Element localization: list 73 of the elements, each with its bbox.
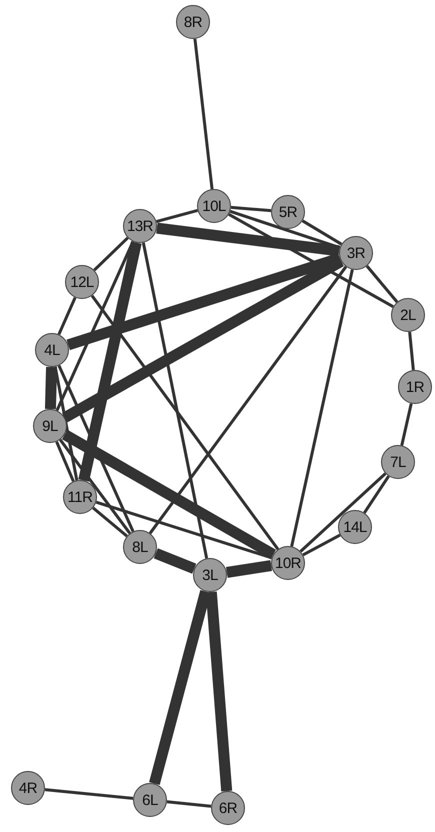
network-link: [193, 38, 214, 190]
network-link: [226, 560, 272, 578]
node-circle: [176, 5, 210, 39]
node-circle: [65, 265, 99, 299]
node-circle: [63, 480, 97, 514]
node-label: 7L: [390, 454, 406, 470]
node-circle: [391, 298, 425, 332]
node-circle: [133, 783, 167, 817]
network-link: [58, 438, 132, 534]
network-link: [57, 296, 77, 336]
network-link: [156, 222, 340, 256]
node-circle: [381, 445, 415, 479]
node-label: 10R: [274, 554, 302, 572]
node-circle: [271, 546, 305, 580]
network-link: [93, 236, 129, 272]
node-label: 6R: [218, 800, 238, 816]
node-label: 10L: [202, 198, 226, 214]
network-link: [55, 441, 75, 482]
network-link: [230, 210, 340, 250]
node-circle: [398, 370, 432, 404]
network-link: [62, 430, 276, 560]
network-link: [363, 475, 390, 514]
node-circle: [338, 510, 372, 544]
network-link: [58, 364, 134, 532]
network-link: [302, 534, 341, 556]
network-link: [290, 269, 354, 547]
node-label: 12L: [70, 274, 94, 290]
node-circle: [123, 530, 157, 564]
node-label: 6L: [142, 792, 158, 808]
network-link: [66, 252, 342, 350]
network-link: [366, 265, 398, 303]
node-label: 3R: [346, 244, 366, 262]
network-link: [154, 548, 196, 574]
node-circle: [33, 409, 67, 443]
node-circle: [211, 791, 245, 825]
network-link: [92, 506, 128, 538]
network-link: [300, 472, 386, 553]
network-link: [78, 241, 142, 482]
node-label: 8L: [132, 538, 148, 556]
network-link: [96, 500, 272, 560]
node-label: 1R: [406, 378, 424, 396]
node-circle: [339, 236, 373, 270]
node-label: 3L: [202, 566, 218, 584]
node-label: 2L: [400, 306, 416, 324]
network-link: [302, 220, 342, 246]
node-label: 8R: [184, 14, 202, 30]
network-link: [56, 240, 134, 412]
node-label: 14L: [343, 518, 367, 536]
network-link: [148, 266, 348, 534]
node-label: 9L: [42, 418, 58, 434]
network-link: [156, 208, 198, 224]
node-label: 4R: [18, 780, 38, 796]
node-label: 13R: [126, 218, 154, 234]
network-link: [230, 206, 272, 212]
node-label: 4L: [44, 342, 60, 358]
network-link: [54, 366, 78, 481]
network-link: [400, 403, 413, 446]
network-link: [142, 242, 208, 559]
node-circle: [123, 209, 157, 243]
network-link: [228, 213, 394, 308]
node-label: 5R: [278, 204, 298, 220]
node-label: 11R: [68, 488, 92, 506]
network-link: [408, 332, 415, 370]
network-link: [166, 800, 212, 808]
node-circle: [193, 558, 227, 592]
node-circle: [197, 189, 231, 223]
node-circle: [11, 771, 45, 805]
network-link: [90, 294, 280, 550]
network-link: [206, 592, 232, 792]
network-link: [44, 366, 58, 410]
node-circle: [271, 195, 305, 229]
network-link: [44, 788, 134, 800]
node-circle: [35, 333, 69, 367]
